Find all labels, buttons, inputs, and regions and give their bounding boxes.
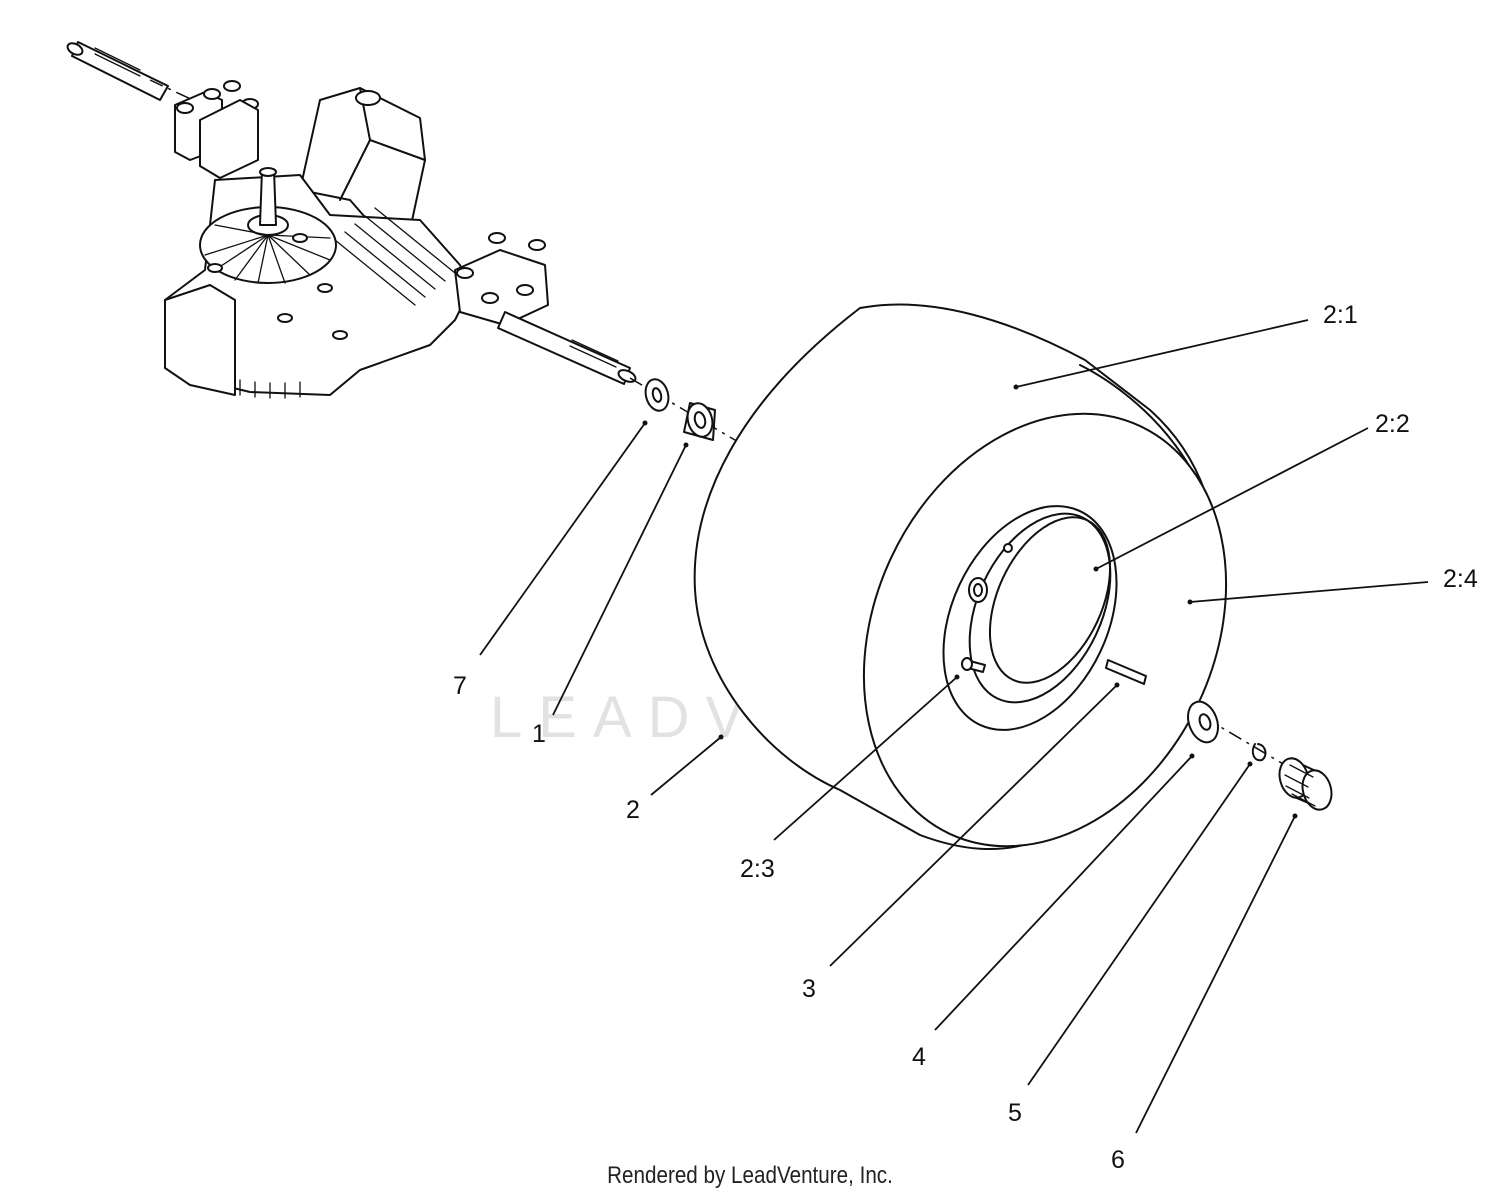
wheel-hub <box>968 577 988 603</box>
callout-1: 1 <box>532 720 546 748</box>
footer-credit: Rendered by LeadVenture, Inc. <box>607 1162 893 1189</box>
callout-4: 4 <box>912 1043 926 1071</box>
wheel-rim <box>942 505 1118 731</box>
thrust-washer-part-4 <box>1187 700 1219 744</box>
leader-6 <box>1135 815 1296 1134</box>
leader-2 <box>650 736 722 796</box>
leader-lines <box>479 319 1429 1134</box>
leader-2-2 <box>1095 427 1369 570</box>
leader-3 <box>829 684 1118 967</box>
spacer-part-1 <box>683 402 716 441</box>
valve-stem-part-2-3 <box>961 657 986 673</box>
fan-blades <box>204 224 331 284</box>
leader-2-3 <box>773 676 958 841</box>
transaxle-assembly <box>66 41 637 399</box>
callout-5: 5 <box>1008 1099 1022 1127</box>
key-part-3 <box>1105 659 1147 685</box>
leader-4 <box>934 755 1193 1031</box>
hub-cap-part-6 <box>1278 757 1333 811</box>
housing-ribs <box>239 207 456 399</box>
callout-3: 3 <box>802 975 816 1003</box>
leader-2-4 <box>1189 581 1429 603</box>
retaining-ring-part-5 <box>1251 743 1267 762</box>
callout-2-3: 2:3 <box>740 855 775 883</box>
callout-2-1: 2:1 <box>1323 301 1358 329</box>
callout-2: 2 <box>626 796 640 824</box>
leader-2-1 <box>1015 319 1309 388</box>
flat-washer-part-7 <box>644 378 670 412</box>
callout-6: 6 <box>1111 1146 1125 1174</box>
housing-bolts <box>207 233 348 340</box>
wheel-assembly-part-2 <box>693 303 1228 851</box>
leader-5 <box>1027 763 1251 1086</box>
leader-1 <box>552 444 687 716</box>
leader-7 <box>479 422 646 656</box>
callout-2-2: 2:2 <box>1375 410 1410 438</box>
callout-labels: 2:1 2:2 2:4 7 1 2 2:3 3 4 5 6 <box>453 301 1478 1174</box>
callout-7: 7 <box>453 672 467 700</box>
callout-2-4: 2:4 <box>1443 565 1478 593</box>
